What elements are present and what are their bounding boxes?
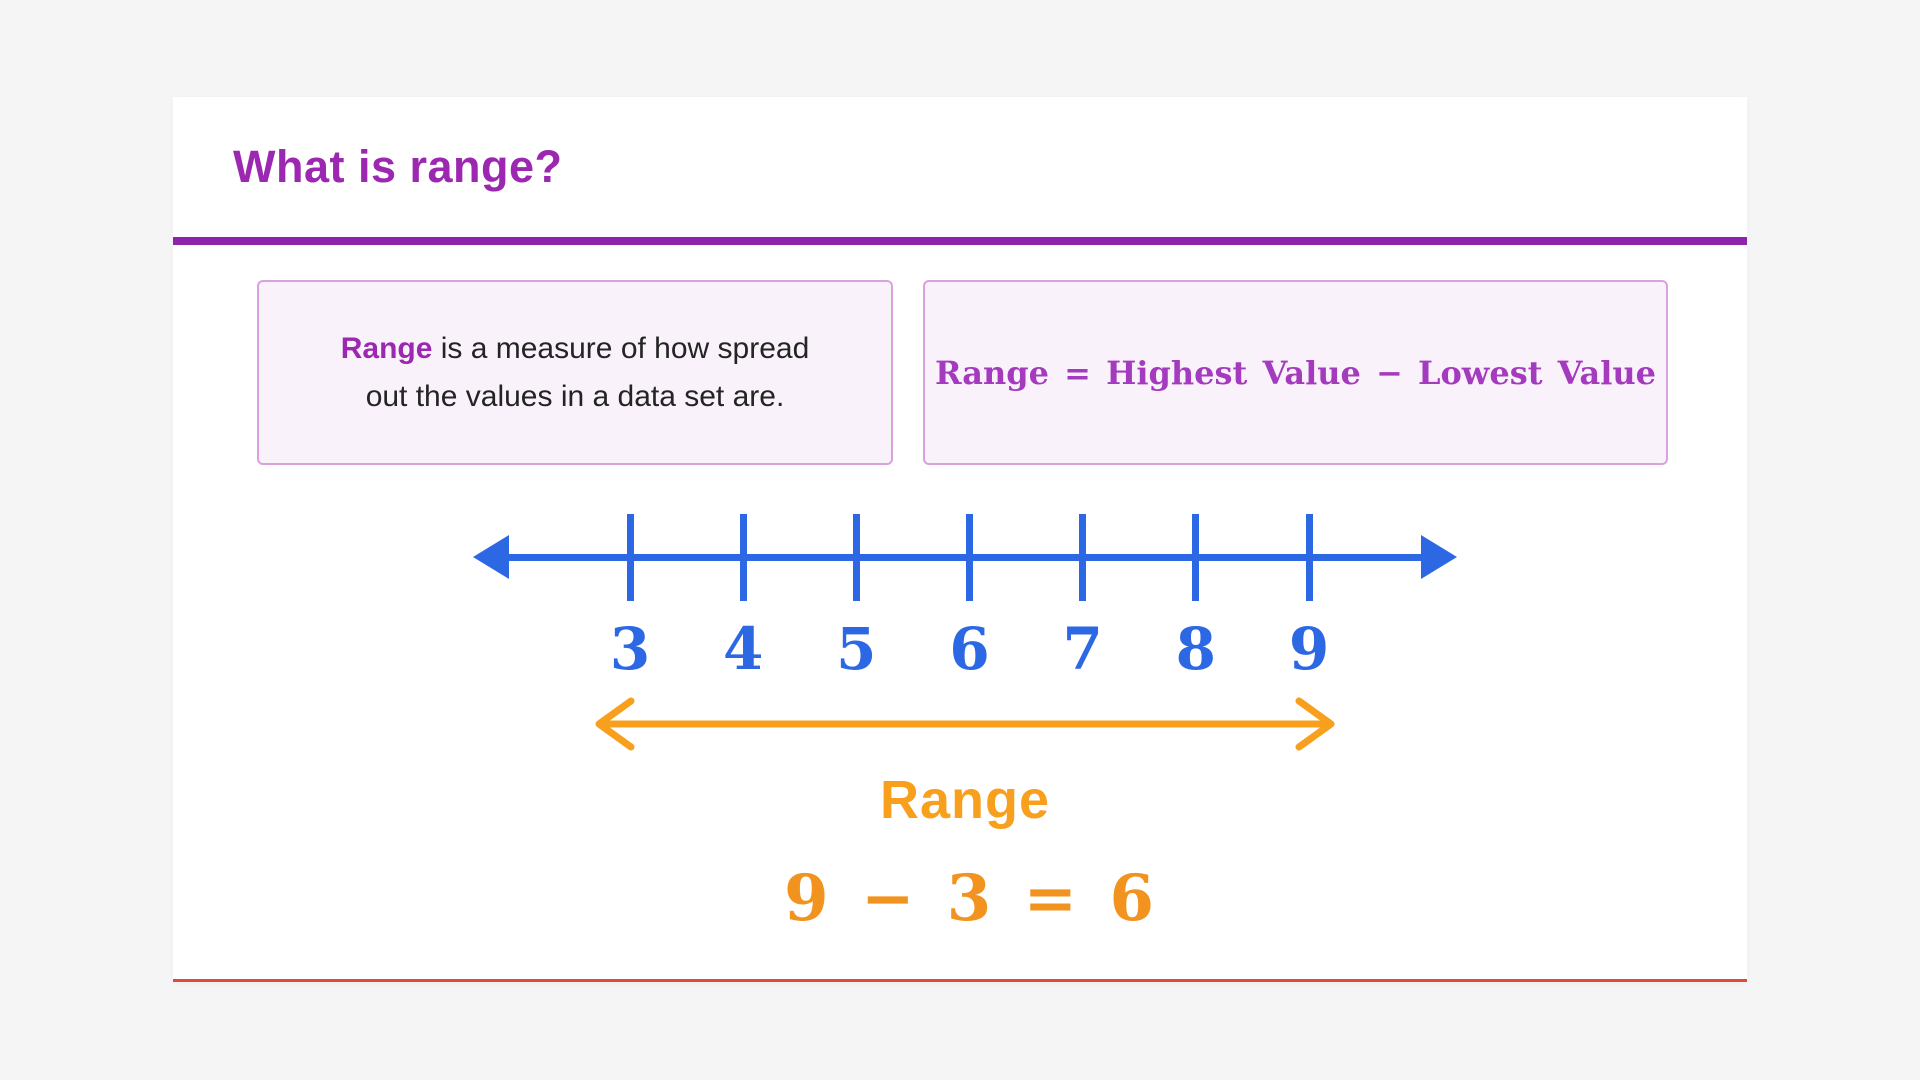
range-extent-arrow [595,697,1335,751]
tick-mark [1305,514,1313,601]
range-label: Range [879,770,1051,830]
page-title: What is range? [233,141,563,192]
formula-text: Range = Highest Value − Lowest Value [934,353,1657,392]
lesson-card: What is range? Range is a measure of how… [173,97,1747,982]
tick-mark [739,514,747,601]
tick-label: 9 [1288,615,1330,683]
tick-label: 5 [836,615,877,683]
definition-line-1: Range is a measure of how spread [341,325,810,373]
definition-box: Range is a measure of how spread out the… [257,280,893,465]
range-equation: 9 − 3 = 6 [784,861,1154,936]
definition-line-2: out the values in a data set are. [365,379,785,413]
definition-line-1-text: is a measure of how spread [432,331,810,365]
tick-label: 8 [1175,615,1217,683]
tick-label: 7 [1062,615,1103,683]
tick-mark [852,514,860,601]
tick-mark [626,514,634,601]
formula-box: Range = Highest Value − Lowest Value [923,280,1668,465]
tick-mark [1192,514,1200,601]
tick-label: 3 [609,615,651,683]
number-line: 3 4 5 6 7 8 9 [473,497,1457,747]
title-divider [173,237,1747,245]
tick-label: 6 [949,615,990,683]
tick-mark [1079,514,1087,601]
number-line-axis [501,554,1429,561]
tick-mark [966,514,973,601]
number-line-right-arrowhead-icon [1421,535,1457,579]
term-highlight: Range [340,331,433,365]
tick-label: 4 [722,615,764,683]
